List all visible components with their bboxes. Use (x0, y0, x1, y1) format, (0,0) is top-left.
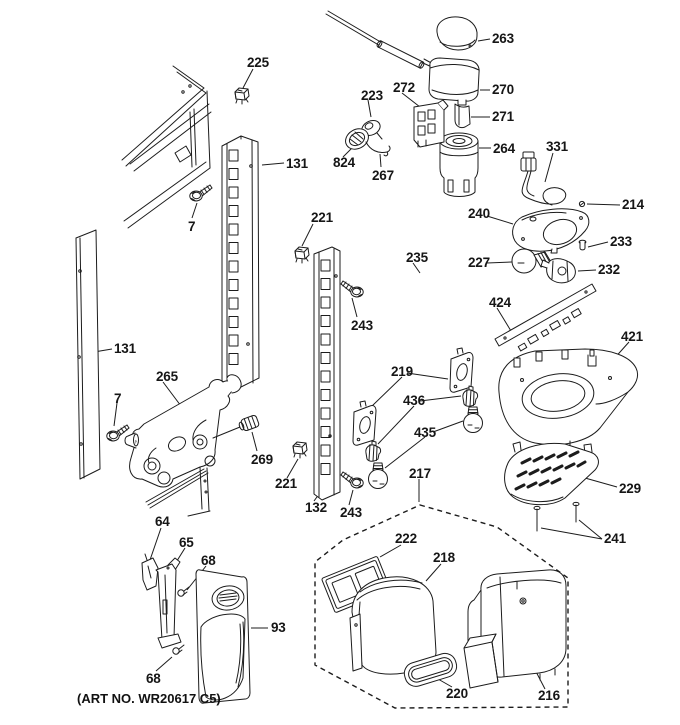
part-label-272: 272 (393, 80, 415, 95)
gasket-220 (403, 652, 458, 687)
part-label-243-upper: 243 (351, 318, 373, 333)
clip-64 (141, 553, 159, 591)
bracket-131-left (75, 229, 101, 480)
wire-harness-331 (520, 151, 567, 206)
part-label-229: 229 (619, 481, 641, 496)
part-label-241: 241 (604, 531, 626, 546)
bulb-435-right (463, 406, 483, 433)
cabinet-corner (121, 65, 212, 229)
art-number: (ART NO. WR20617 C5) (77, 691, 221, 706)
part-label-264: 264 (493, 141, 515, 156)
part-label-435: 435 (414, 425, 436, 440)
part-label-436: 436 (403, 393, 425, 408)
part-label-7-lower: 7 (114, 391, 122, 406)
duct-216 (463, 569, 567, 689)
water-tube (325, 10, 436, 69)
part-label-219: 219 (391, 364, 413, 379)
bracket-65 (155, 557, 182, 649)
part-label-217: 217 (409, 466, 431, 481)
part-label-132: 132 (305, 500, 327, 515)
part-label-223: 223 (361, 88, 383, 103)
part-label-331: 331 (546, 139, 568, 154)
part-label-64: 64 (155, 514, 170, 529)
screw-68-lower (172, 644, 185, 655)
lamp-bracket-219-right (449, 347, 474, 393)
rail-132-center (313, 246, 341, 501)
part-label-424: 424 (489, 295, 511, 310)
part-label-131-right: 131 (286, 156, 308, 171)
clip-221-lower (292, 441, 308, 459)
bulb-435-left (368, 462, 388, 489)
part-label-65: 65 (179, 535, 194, 550)
kit-boundary-217 (314, 504, 569, 709)
screw-68-upper (177, 586, 190, 597)
lamp-shield-240 (512, 208, 590, 254)
part-label-267: 267 (372, 168, 394, 183)
part-label-68-lower: 68 (146, 671, 161, 686)
part-label-68-upper: 68 (201, 553, 216, 568)
lamp-housing-421 (498, 348, 639, 451)
housing-270 (428, 57, 480, 106)
screw-243-lower (340, 471, 364, 489)
screw-243-upper (340, 280, 364, 298)
part-label-218: 218 (433, 550, 455, 565)
dispenser-panel-93 (195, 569, 251, 704)
fitting-269 (238, 414, 260, 432)
bracket-271 (454, 103, 471, 129)
part-label-263: 263 (492, 31, 514, 46)
part-label-222: 222 (395, 531, 417, 546)
part-label-220: 220 (446, 686, 468, 701)
part-label-131-left: 131 (114, 341, 136, 356)
part-label-233: 233 (610, 234, 632, 249)
part-label-240: 240 (468, 206, 490, 221)
part-label-824: 824 (333, 155, 355, 170)
duct-218 (349, 576, 437, 675)
bracket-272 (413, 99, 449, 148)
screws-241 (533, 501, 580, 532)
clip-267 (365, 141, 391, 157)
part-label-93: 93 (271, 620, 286, 635)
part-label-271: 271 (492, 109, 514, 124)
part-label-270: 270 (492, 82, 514, 97)
clip-221-upper (294, 246, 310, 264)
lamp-socket-232 (540, 258, 576, 284)
part-label-232: 232 (598, 262, 620, 277)
part-label-221-upper: 221 (311, 210, 333, 225)
part-label-225: 225 (247, 55, 269, 70)
part-label-243-lower: 243 (340, 505, 362, 520)
control-board-424 (494, 283, 597, 352)
part-label-216: 216 (538, 688, 560, 703)
part-label-421: 421 (621, 329, 643, 344)
cap-263 (436, 16, 478, 51)
trim-strip (145, 466, 211, 517)
part-label-7-top: 7 (188, 219, 196, 234)
screw-7-top (189, 184, 213, 202)
part-label-269: 269 (251, 452, 273, 467)
screw-233 (578, 239, 587, 251)
lamp-bracket-219-left (352, 400, 377, 446)
part-label-265: 265 (156, 369, 178, 384)
grommet-824 (345, 128, 369, 150)
bracket-assembly-265 (124, 374, 242, 488)
clip-225 (234, 87, 250, 105)
part-label-227: 227 (468, 255, 490, 270)
rail-131-right (221, 135, 260, 390)
screw-214 (578, 200, 586, 208)
part-label-235: 235 (406, 250, 428, 265)
part-label-221-lower: 221 (275, 476, 297, 491)
vent-cover-229 (504, 441, 599, 506)
water-filter-264 (439, 132, 479, 197)
gasket-222 (321, 556, 391, 613)
part-label-214: 214 (622, 197, 644, 212)
